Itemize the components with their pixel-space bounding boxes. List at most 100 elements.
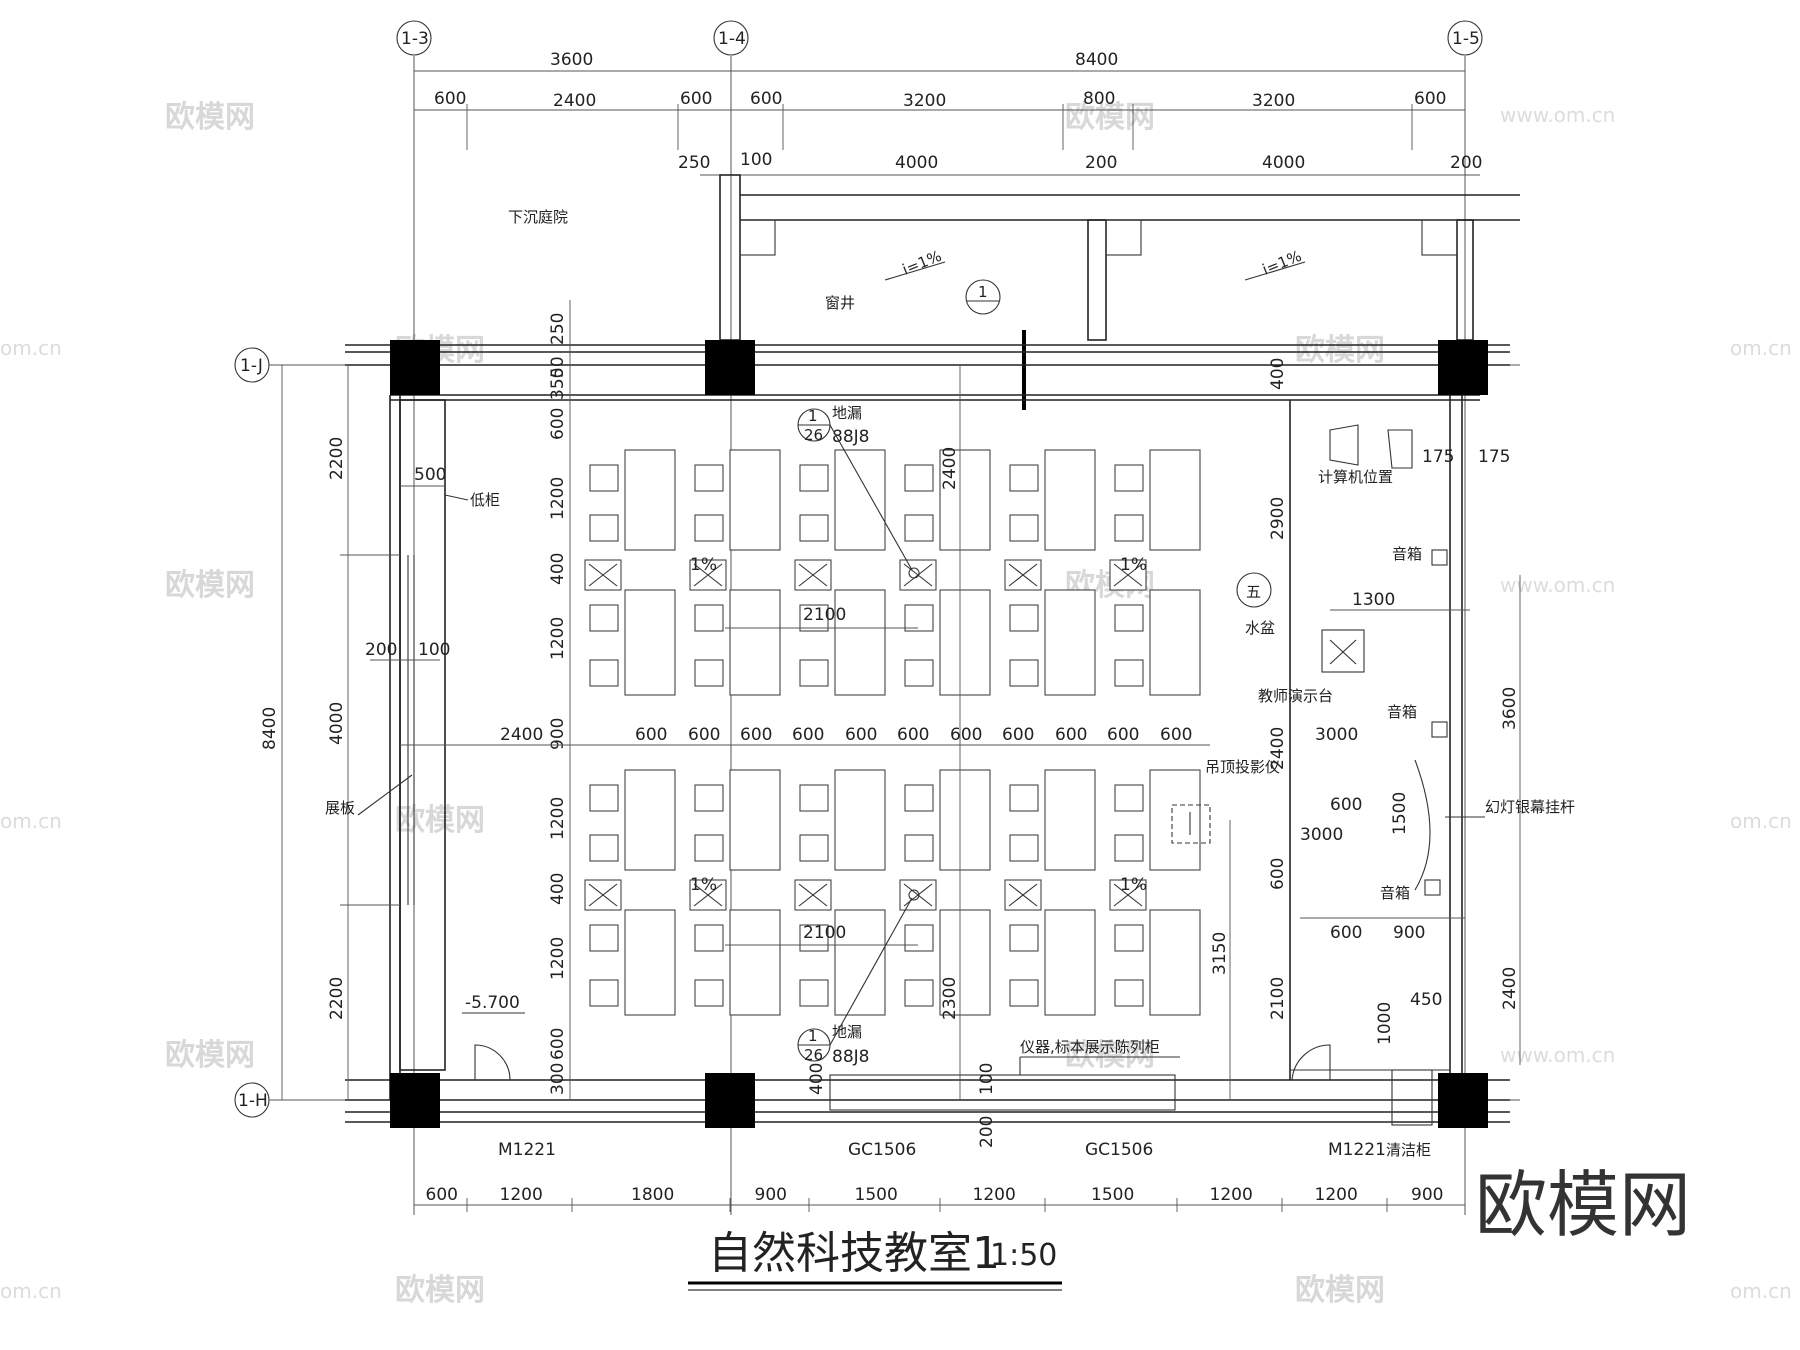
walls	[345, 344, 1510, 1126]
stool	[1114, 464, 1144, 492]
drain-code: 88J8	[832, 1047, 869, 1067]
lab-desk	[1044, 769, 1096, 871]
watermark-url: om.cn	[0, 809, 62, 833]
lab-desk	[624, 909, 676, 1016]
cleaning-cabinet-label: 清洁柜	[1386, 1141, 1431, 1159]
left-dimensions: 8400 2200 4000 2200	[260, 365, 400, 1100]
dim-text: 2400	[553, 91, 596, 111]
stool	[1009, 979, 1039, 1007]
dim-text: 1300	[1352, 590, 1395, 610]
screen-icon	[1414, 759, 1431, 891]
room-number-bubble	[1236, 572, 1272, 608]
floor-drain-label: 地漏	[832, 1023, 862, 1041]
sink-icon	[1321, 629, 1365, 673]
speaker-icon	[1431, 549, 1448, 566]
dim-text: 1200	[548, 937, 568, 980]
slope-label: 1%	[1120, 555, 1147, 575]
door-swing	[474, 1044, 511, 1081]
dim-text: 250	[678, 153, 710, 173]
watermark-url: www.om.cn	[1500, 573, 1615, 597]
dim-text: 400	[807, 1063, 827, 1095]
stool	[799, 514, 829, 542]
dim-text: 1200	[1210, 1185, 1253, 1205]
section-mark: 1	[978, 283, 988, 301]
axis-label: 1-4	[718, 29, 746, 49]
computer-icon	[1329, 424, 1359, 466]
lab-desk	[1149, 449, 1201, 551]
desk-sink-cross	[798, 563, 828, 587]
dim-text: 1200	[548, 477, 568, 520]
speaker-label: 音箱	[1387, 703, 1417, 721]
floor-drain-callouts: 1 26 地漏 88J8 1 26 地漏 88J8	[797, 404, 920, 1067]
desk-sink-cross	[1008, 883, 1038, 907]
lab-desk	[624, 769, 676, 871]
drawing-title-text: 自然科技教室1	[708, 1228, 1000, 1279]
lab-desk	[939, 589, 991, 696]
stool	[589, 834, 619, 862]
dim-text: 2300	[940, 977, 960, 1020]
dim-text: 600	[792, 725, 824, 745]
dim-text: 8400	[260, 707, 280, 750]
window-label: GC1506	[1085, 1140, 1153, 1160]
dim-text: 600	[750, 89, 782, 109]
lab-desk	[624, 449, 676, 551]
dim-text: 2400	[500, 725, 543, 745]
lab-desk	[729, 589, 781, 696]
stool	[799, 834, 829, 862]
stool	[589, 604, 619, 632]
stool	[1009, 924, 1039, 952]
desk-sink-cross	[588, 883, 618, 907]
stool	[694, 514, 724, 542]
watermark-url: www.om.cn	[1500, 1043, 1615, 1067]
dim-text: 1200	[500, 1185, 543, 1205]
door-label: M1221	[1328, 1140, 1386, 1160]
left-side-items: 500 低柜 200 100 展板 -5.700	[325, 465, 525, 1081]
stool	[589, 514, 619, 542]
watermark-layer: 欧模网 欧模网 www.om.cn 欧模网 欧模网 om.cn om.cn 欧模…	[0, 100, 1792, 1308]
speaker-icon	[1431, 721, 1448, 738]
stool	[904, 924, 934, 952]
dim-text: 4000	[1262, 153, 1305, 173]
dim-text: 800	[1083, 89, 1115, 109]
dim-text: 600	[1160, 725, 1192, 745]
low-cabinet-label: 低柜	[470, 491, 500, 509]
inner-left-dimensions: 250 50 350 600 1200 400 1200 900 1200 40…	[548, 300, 571, 1100]
desk-sink-cross	[1113, 563, 1143, 587]
desk-sink-cross	[1113, 883, 1143, 907]
stool	[694, 924, 724, 952]
drain-icon	[908, 889, 920, 901]
dim-text: 600	[680, 89, 712, 109]
lab-desk	[1149, 769, 1201, 871]
dim-text: 3200	[903, 91, 946, 111]
stool	[694, 464, 724, 492]
slope-label: 1%	[690, 555, 717, 575]
watermark: 欧模网	[395, 1273, 485, 1308]
stool	[904, 464, 934, 492]
display-cabinet	[829, 1074, 1176, 1111]
dim-text: 2400	[1500, 967, 1520, 1010]
stool	[1114, 784, 1144, 812]
dim-text: 600	[1330, 923, 1362, 943]
dim-text: 3000	[1300, 825, 1343, 845]
window-label: GC1506	[848, 1140, 916, 1160]
dim-text: 1200	[548, 617, 568, 660]
dim-text: 600	[1330, 795, 1362, 815]
dim-text: 4000	[327, 702, 347, 745]
dim-text: 300	[548, 1063, 568, 1095]
stool	[1114, 979, 1144, 1007]
dim-text: 3600	[1500, 687, 1520, 730]
lab-desk	[834, 589, 886, 696]
door-swing	[1291, 1044, 1331, 1081]
drain-code: 88J8	[832, 427, 869, 447]
stool	[799, 604, 829, 632]
right-side-items: 400 2900 2400 600 2100 计算机位置 175 175 音箱 …	[1171, 358, 1575, 1081]
sink-label: 水盆	[1245, 619, 1275, 637]
dim-text: 4000	[895, 153, 938, 173]
dim-text: 2200	[327, 977, 347, 1020]
watermark-url: om.cn	[0, 336, 62, 360]
top-dimensions: 3600 8400 600 2400 600 600 3200 800 3200…	[414, 50, 1482, 176]
dim-text: 600	[548, 1028, 568, 1060]
dim-text: 600	[1055, 725, 1087, 745]
